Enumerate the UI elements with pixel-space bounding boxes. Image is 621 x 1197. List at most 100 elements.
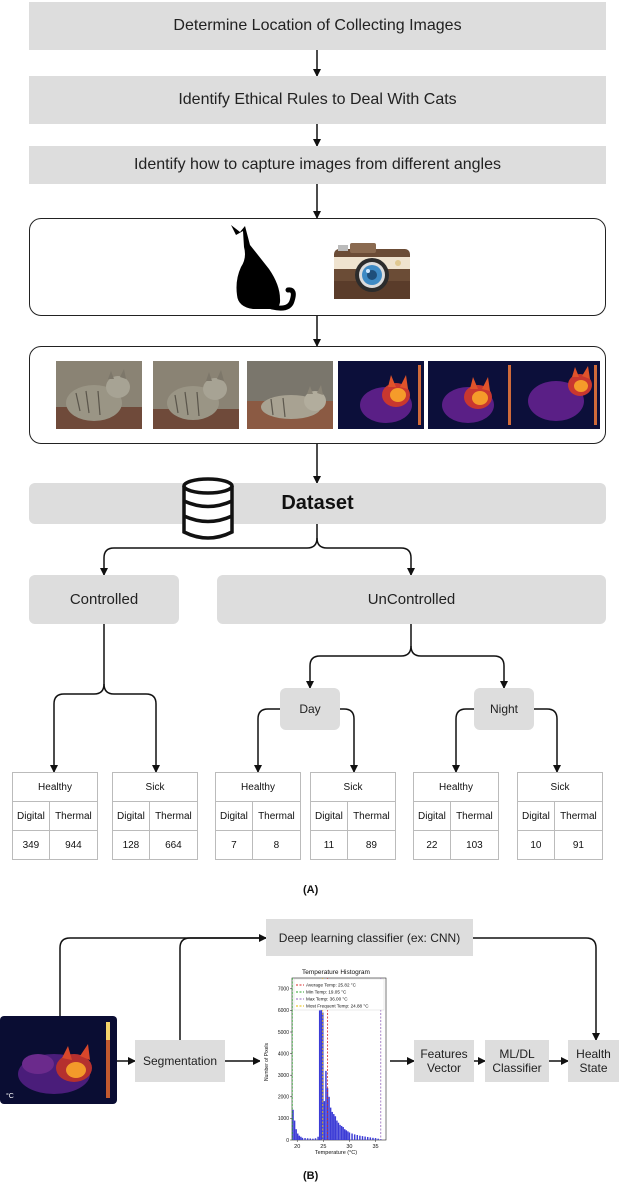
histogram-bar bbox=[374, 1138, 377, 1140]
controlled-box: Controlled bbox=[29, 575, 179, 624]
ml-dl-classifier-box: ML/DL Classifier bbox=[485, 1040, 549, 1082]
digital-cat-photo bbox=[56, 361, 142, 429]
table-col-thermal: Thermal bbox=[449, 801, 500, 831]
table-value-thermal: 8 bbox=[251, 830, 302, 860]
histogram-bar bbox=[309, 1138, 312, 1140]
thermal-input-image: °C bbox=[0, 1016, 117, 1104]
digital-cat-photo bbox=[153, 361, 239, 429]
table-col-thermal: Thermal bbox=[553, 801, 604, 831]
dataset-label: Dataset bbox=[281, 492, 354, 514]
histogram-ytick-label: 5000 bbox=[278, 1030, 289, 1036]
features-line2: Vector bbox=[426, 1061, 462, 1075]
histogram-bar bbox=[304, 1138, 306, 1140]
histogram-bar bbox=[353, 1134, 356, 1140]
table-value-digital: 7 bbox=[215, 830, 253, 860]
histogram-bar bbox=[331, 1111, 333, 1140]
legend-label: Min Temp: 19.05 °C bbox=[306, 990, 347, 995]
table-col-thermal: Thermal bbox=[346, 801, 397, 831]
table-status: Sick bbox=[310, 772, 396, 802]
histogram-bar bbox=[345, 1130, 348, 1140]
table-col-digital: Digital bbox=[215, 801, 253, 831]
histogram-bar bbox=[342, 1127, 344, 1140]
deep-learning-classifier-box: Deep learning classifier (ex: CNN) bbox=[266, 919, 473, 956]
health-line1: Health bbox=[576, 1047, 611, 1061]
histogram-xtick-label: 30 bbox=[346, 1144, 352, 1150]
histogram-bar bbox=[306, 1138, 309, 1140]
table-col-thermal: Thermal bbox=[148, 801, 199, 831]
thermal-cat-image bbox=[338, 361, 424, 429]
segmentation-box: Segmentation bbox=[135, 1040, 225, 1082]
histogram-bar bbox=[325, 1070, 327, 1140]
histogram-bar bbox=[347, 1131, 349, 1140]
histogram-bar bbox=[298, 1135, 301, 1140]
thermal-unit-label: °C bbox=[6, 1092, 14, 1100]
table-value-thermal: 944 bbox=[48, 830, 99, 860]
health-line2: State bbox=[579, 1061, 608, 1075]
table-col-thermal: Thermal bbox=[48, 801, 99, 831]
histogram-bar bbox=[295, 1129, 297, 1140]
histogram-bar bbox=[369, 1137, 372, 1140]
histogram-bar bbox=[318, 1010, 321, 1140]
step-determine-location: Determine Location of Collecting Images bbox=[29, 2, 606, 50]
table-value-thermal: 103 bbox=[449, 830, 500, 860]
histogram-xtick-label: 35 bbox=[372, 1144, 378, 1150]
histogram-bar bbox=[320, 1008, 322, 1140]
histogram-bar bbox=[312, 1138, 314, 1140]
legend-label: Max Temp: 36.00 °C bbox=[306, 997, 348, 1002]
table-status: Healthy bbox=[413, 772, 499, 802]
histogram-bar bbox=[334, 1116, 337, 1140]
histogram-bar bbox=[351, 1133, 353, 1140]
step-ethical-rules: Identify Ethical Rules to Deal With Cats bbox=[29, 76, 606, 124]
table-col-digital: Digital bbox=[517, 801, 555, 831]
table-status: Healthy bbox=[215, 772, 301, 802]
histogram-title: Temperature Histogram bbox=[302, 969, 370, 976]
histogram-bar bbox=[348, 1132, 351, 1140]
ml-line1: ML/DL bbox=[499, 1047, 535, 1061]
cat-icon bbox=[231, 225, 296, 311]
histogram-bar bbox=[329, 1107, 332, 1140]
features-line1: Features bbox=[420, 1047, 468, 1061]
table-col-digital: Digital bbox=[310, 801, 348, 831]
thermal-cat-image bbox=[514, 361, 600, 429]
table-status: Healthy bbox=[12, 772, 98, 802]
histogram-bar bbox=[344, 1129, 346, 1140]
legend-label: Most Frequent Temp: 24.88 °C bbox=[306, 1004, 369, 1009]
histogram-bar bbox=[366, 1136, 369, 1140]
histogram-bar bbox=[333, 1114, 335, 1140]
day-box: Day bbox=[280, 688, 340, 730]
caption-a: (A) bbox=[303, 884, 319, 896]
features-vector-box: Features Vector bbox=[414, 1040, 474, 1082]
table-col-digital: Digital bbox=[12, 801, 50, 831]
table-value-thermal: 664 bbox=[148, 830, 199, 860]
histogram-ytick-label: 4000 bbox=[278, 1051, 289, 1057]
histogram-bar bbox=[293, 1120, 296, 1140]
night-box: Night bbox=[474, 688, 534, 730]
histogram-bar bbox=[292, 1109, 294, 1140]
digital-cat-photo bbox=[247, 361, 333, 429]
table-col-thermal: Thermal bbox=[251, 801, 302, 831]
histogram-bar bbox=[361, 1136, 364, 1140]
legend-label: Average Temp: 25.82 °C bbox=[306, 983, 357, 988]
temperature-histogram: Temperature Histogram Number of Pixels T… bbox=[260, 966, 390, 1156]
table-value-thermal: 89 bbox=[346, 830, 397, 860]
histogram-xlabel: Temperature (°C) bbox=[315, 1150, 357, 1156]
histogram-ytick-label: 3000 bbox=[278, 1073, 289, 1079]
table-col-digital: Digital bbox=[112, 801, 150, 831]
histogram-bar bbox=[301, 1137, 304, 1140]
health-state-box: Health State bbox=[568, 1040, 619, 1082]
table-status: Sick bbox=[112, 772, 198, 802]
table-value-digital: 11 bbox=[310, 830, 348, 860]
dataset-box: Dataset bbox=[29, 483, 606, 524]
table-value-digital: 10 bbox=[517, 830, 555, 860]
histogram-xtick-label: 20 bbox=[294, 1144, 300, 1150]
histogram-ytick-label: 6000 bbox=[278, 1008, 289, 1014]
histogram-bar bbox=[356, 1135, 359, 1140]
image-samples-frame bbox=[29, 346, 606, 444]
table-value-digital: 349 bbox=[12, 830, 50, 860]
ml-line2: Classifier bbox=[492, 1061, 542, 1075]
